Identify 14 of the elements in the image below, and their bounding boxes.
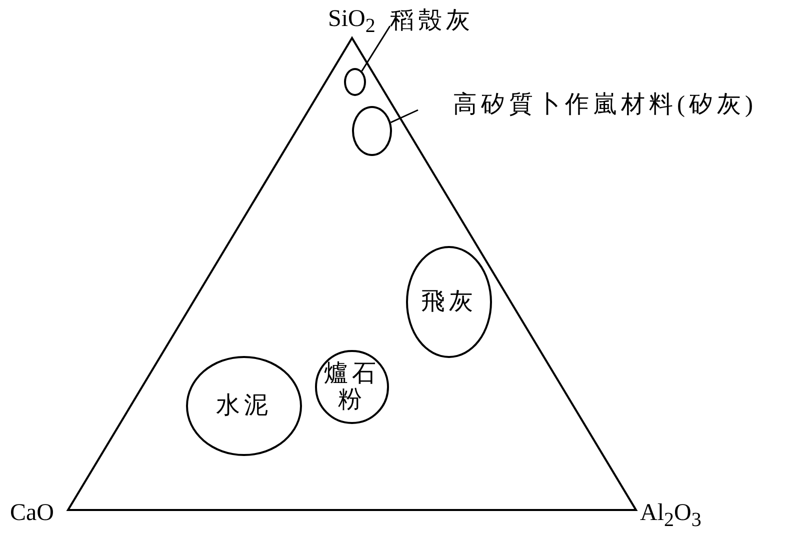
leader-line	[361, 26, 391, 72]
region-ellipse	[344, 68, 366, 96]
region-ellipse	[352, 106, 392, 156]
callout-label: 高矽質卜作嵐材料(矽灰)	[420, 87, 790, 121]
region-ellipse	[186, 356, 302, 456]
vertex-label: CaO	[10, 500, 54, 527]
vertex-label: SiO$_{2}$	[328, 6, 376, 38]
callout-label: 稻殼灰	[392, 4, 472, 36]
region-ellipse	[406, 246, 492, 358]
region-label: 爐石粉	[323, 361, 381, 413]
region-label: 水泥	[216, 393, 272, 419]
region-ellipse	[315, 350, 389, 424]
vertex-label: Al$_{2}$O$_{3}$	[640, 500, 702, 532]
region-label: 飛灰	[421, 289, 477, 315]
